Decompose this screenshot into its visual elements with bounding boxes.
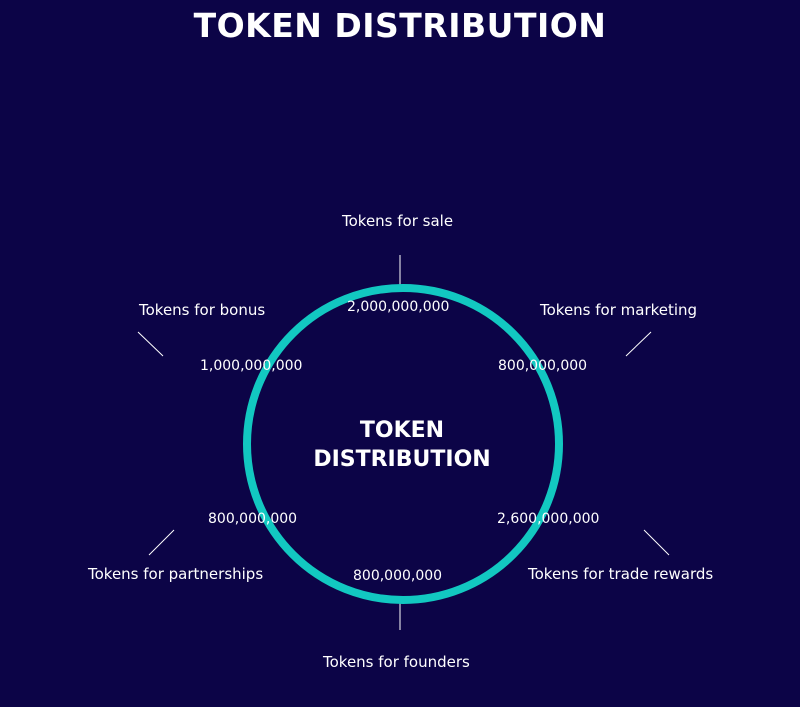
- connector-marketing: [625, 331, 652, 357]
- segment-value-marketing: 800,000,000: [498, 358, 588, 374]
- center-label-line1: TOKEN: [359, 418, 445, 443]
- connector-bonus: [137, 331, 164, 357]
- segment-label-marketing: Tokens for marketing: [540, 301, 698, 319]
- connector-trade-rewards: [643, 529, 670, 556]
- segment-label-bonus: Tokens for bonus: [139, 301, 266, 319]
- segment-value-partnerships: 800,000,000: [208, 511, 298, 527]
- segment-value-founders: 800,000,000: [353, 568, 443, 584]
- page-title: TOKEN DISTRIBUTION: [193, 6, 607, 45]
- segment-label-founders: Tokens for founders: [323, 653, 470, 671]
- center-label: TOKEN DISTRIBUTION: [302, 416, 502, 474]
- segment-value-trade-rewards: 2,600,000,000: [497, 511, 600, 527]
- segment-label-sale: Tokens for sale: [342, 212, 454, 230]
- segment-value-sale: 2,000,000,000: [347, 299, 450, 315]
- segment-label-partnerships: Tokens for partnerships: [88, 565, 264, 583]
- connector-partnerships: [148, 529, 175, 556]
- distribution-ring: [243, 284, 563, 604]
- center-label-line2: DISTRIBUTION: [313, 447, 491, 472]
- segment-label-trade-rewards: Tokens for trade rewards: [528, 565, 714, 583]
- segment-value-bonus: 1,000,000,000: [200, 358, 303, 374]
